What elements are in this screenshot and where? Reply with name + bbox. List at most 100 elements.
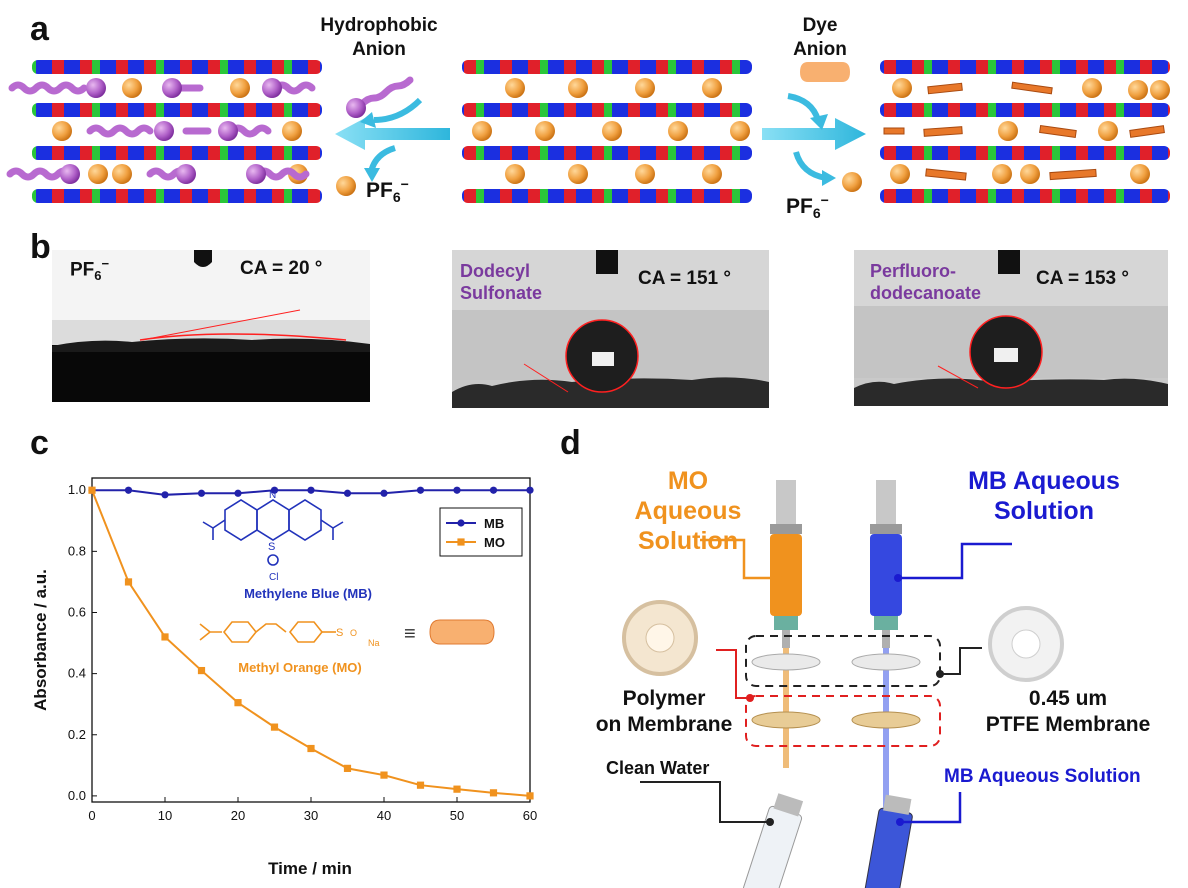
y-tick-label: 0.8 [68,543,86,558]
mo-compound-name: Methyl Orange (MO) [238,660,362,675]
mo-solution-label-1: MO Aqueous [634,467,742,525]
data-point-mo [489,789,498,797]
contact-angle-photo-dodecyl [452,250,769,408]
data-point-mo [88,486,96,494]
equivalence-symbol: ≡ [404,623,416,645]
exchange-arrow-right [762,93,866,186]
chart-legend-box [439,507,523,557]
legend-label-mb: MB [484,516,504,531]
free-pf6-ball-left [336,176,356,196]
panel-label-d: d [560,424,581,462]
svg-text:N: N [269,490,276,501]
mo-syringe [770,480,802,648]
data-point-mo [234,699,242,707]
hydrophobic-anion-label-2: Anion [352,39,406,60]
y-tick-label: 0.0 [68,788,86,803]
data-point-mo [416,781,425,789]
left-layer-stack [6,60,322,203]
contact-angle-photo-pf6 [52,250,370,402]
x-tick-label: 0 [88,808,95,823]
dye-anion-icon [800,62,850,82]
y-tick-label: 0.4 [68,666,86,681]
data-point-mb [234,489,242,497]
data-point-mo [270,723,279,731]
absorbance-chart: 0 10 20 30 40 50 60 0.0 0.2 0.4 0.6 0.8 1.0 MB MO Tim… [31,477,537,878]
dye-anion-label-1: Dye [802,15,838,36]
data-point-mb [270,486,279,494]
data-point-mo [453,785,461,793]
filtration-setup [622,480,1064,888]
clean-water-label: Clean Water [606,758,710,778]
x-tick-label: 20 [231,808,245,823]
svg-text:S: S [268,541,275,553]
data-point-mo [343,764,352,772]
chart-x-axis-label: Time / min [268,859,352,878]
methylene-blue-structure: N S Cl [202,490,344,583]
photo1-contact-angle: CA = 20 ° [240,258,323,279]
svg-text:Na: Na [368,638,380,648]
chart-y-axis-label: Absorbance / a.u. [31,569,50,711]
photo1-anion-label: PF6− [70,256,110,284]
photo3-anion-label: Perfluoro- dodecanoate [870,261,982,303]
ptfe-membrane-box [745,635,941,687]
data-point-mb [489,486,498,494]
methyl-orange-structure: S O Na [199,621,380,648]
photo2-contact-angle: CA = 151 ° [638,268,731,289]
y-tick-label: 0.6 [68,604,86,619]
data-point-mb [197,489,206,497]
photo2-anion-label: Dodecyl Sulfonate [460,261,543,303]
data-point-mb [343,489,352,497]
x-tick-label: 40 [377,808,391,823]
data-point-mb [124,486,133,494]
data-point-mo [307,744,315,753]
data-point-mb [307,486,315,494]
polymer-membrane-box [745,695,941,747]
svg-text:S: S [336,627,343,639]
x-tick-label: 60 [523,808,537,823]
panel-label-a: a [30,10,49,48]
data-point-mo [197,666,206,675]
dye-anion-icon-chart [429,619,495,645]
data-point-mb [416,486,425,494]
right-layer-stack [880,60,1170,203]
data-point-mo [161,633,169,641]
legend-marker-mb [457,519,465,527]
middle-layer-stack [462,60,752,203]
exchange-arrow-left [335,97,450,182]
ptfe-label-2: PTFE Membrane [985,713,1151,736]
x-tick-label: 30 [304,808,318,823]
data-point-mb [380,489,388,497]
free-hydrophobic-anion [346,76,414,118]
polymer-label-2: on Membrane [595,713,733,736]
mb-compound-name: Methylene Blue (MB) [244,586,372,601]
svg-text:Cl: Cl [269,572,278,583]
pf6-label-left: PF6− [366,176,409,206]
clean-water-vial [742,793,804,888]
panel-label-b: b [30,228,51,266]
data-point-mo [380,771,388,779]
polymer-label-1: Polymer [622,687,706,710]
data-point-mb [161,491,169,499]
mb-output-vial [863,794,913,888]
mb-solution-label-1: MB Aqueous [968,467,1120,495]
y-tick-label: 0.2 [68,727,86,742]
data-point-mo [124,578,133,586]
y-tick-label: 1.0 [68,482,86,497]
data-point-mb [453,486,461,494]
legend-label-mo: MO [484,535,505,550]
mb-output-label: MB Aqueous Solution [944,766,1141,787]
data-point-mb [526,486,534,494]
legend-marker-mo [457,538,465,546]
mo-solution-label-2: Solution [638,527,738,555]
pf6-label-right: PF6− [786,192,829,222]
ptfe-label-1: 0.45 um [1028,687,1108,710]
contact-angle-photo-perfluoro [854,250,1168,406]
free-pf6-ball-right [842,172,862,192]
mb-syringe [870,480,902,648]
data-point-mo [526,792,534,800]
x-tick-label: 10 [158,808,172,823]
x-tick-label: 50 [450,808,464,823]
hydrophobic-anion-label-1: Hydrophobic [320,15,438,36]
dye-anion-label-2: Anion [793,39,847,60]
panel-a-schematic [6,60,1170,203]
